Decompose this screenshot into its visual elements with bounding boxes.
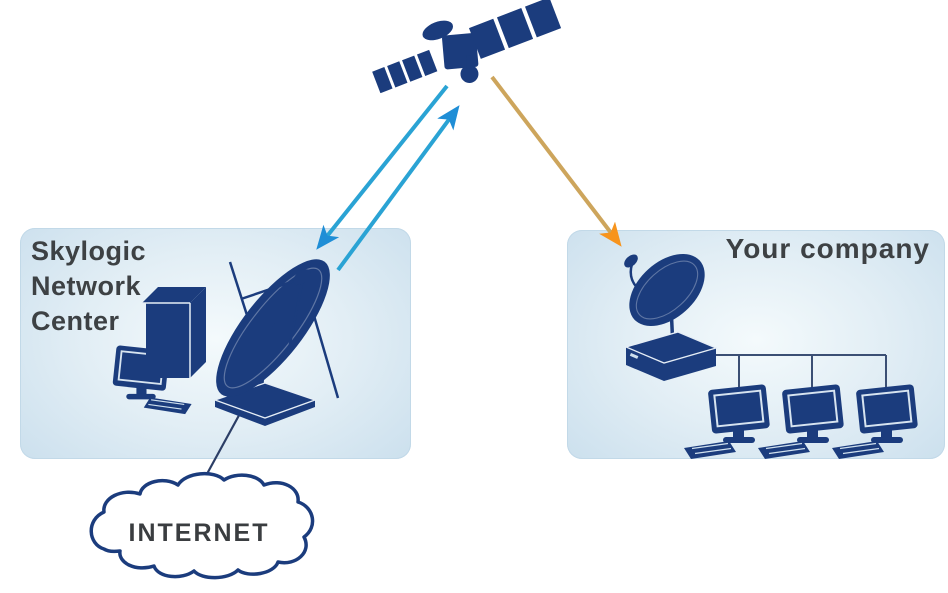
arrow-satellite-to-center: [316, 84, 449, 250]
network-center-label: Skylogic Network Center: [31, 236, 147, 336]
satellite-icon: [372, 0, 562, 94]
company-label: Your company: [725, 233, 930, 264]
arrow-satellite-to-company: [490, 75, 622, 247]
internet-label: INTERNET: [128, 519, 270, 547]
